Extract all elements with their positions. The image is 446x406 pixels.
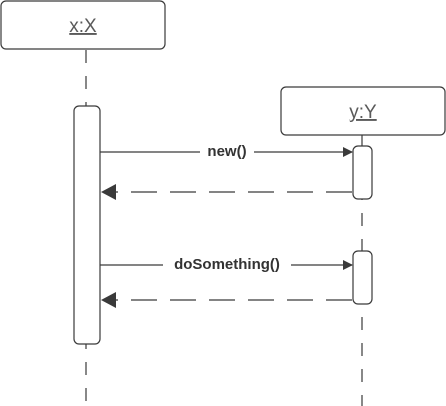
return-message-2-arrowhead bbox=[101, 292, 116, 308]
activation-bar-y-2[interactable] bbox=[352, 250, 373, 305]
lifeline-x: x:X bbox=[0, 0, 166, 406]
return-message-1-arrowhead bbox=[101, 184, 116, 200]
object-label-x: x:X bbox=[69, 16, 97, 37]
message-new[interactable]: new() bbox=[100, 142, 353, 160]
message-dosomething-label-bg bbox=[163, 255, 291, 273]
message-new-label: new() bbox=[207, 143, 246, 160]
object-label-y: y:Y bbox=[349, 102, 377, 123]
message-dosomething-label: doSomething() bbox=[174, 256, 280, 273]
lifeline-y: y:Y bbox=[280, 86, 446, 406]
object-box-x[interactable] bbox=[0, 0, 166, 50]
return-message-2[interactable] bbox=[101, 292, 352, 308]
object-box-y[interactable] bbox=[280, 86, 446, 136]
message-dosomething[interactable]: doSomething() bbox=[100, 255, 353, 273]
message-new-label-bg bbox=[200, 142, 254, 160]
return-message-1[interactable] bbox=[101, 184, 352, 200]
activation-bar-x[interactable] bbox=[73, 105, 101, 345]
activation-bar-y-1[interactable] bbox=[352, 145, 373, 200]
